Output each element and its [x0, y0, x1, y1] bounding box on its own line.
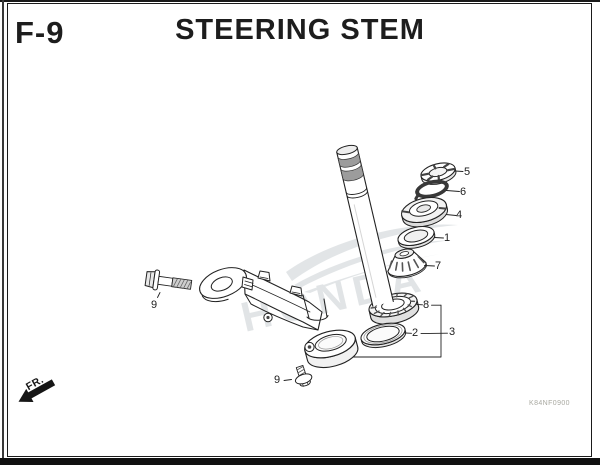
- callout-5: 5: [464, 166, 471, 178]
- page-border-frame: [7, 3, 592, 457]
- steering-stem-tube: [336, 144, 394, 307]
- top-scan-edge: [0, 0, 600, 2]
- left-scan-edge: [2, 0, 4, 465]
- callout-3: 3: [449, 326, 456, 338]
- callout-2: 2: [412, 327, 419, 339]
- part-dust-seal: [360, 322, 407, 349]
- section-code: F-9: [15, 15, 65, 50]
- left-fork-clamp: [199, 267, 247, 303]
- part-adjust-nut: [400, 196, 449, 228]
- stem-bottom-bolt: [294, 365, 313, 387]
- callout-4: 4: [456, 209, 463, 221]
- part-upper-bearing: [387, 248, 427, 279]
- callout-9-bottom: 9: [274, 374, 281, 386]
- part-lock-washer: [414, 179, 449, 201]
- callout-9-left: 9: [151, 299, 158, 311]
- right-fork-clamp: [304, 329, 359, 369]
- fr-direction-arrow: FR.: [18, 374, 56, 402]
- callout-6: 6: [460, 186, 467, 198]
- part-washer: [397, 225, 436, 249]
- callout-8: 8: [423, 299, 430, 311]
- bottom-bridge: [199, 267, 359, 369]
- callout-7: 7: [435, 260, 442, 272]
- left-pinch-bolt: [144, 269, 193, 291]
- bottom-scan-edge: [0, 458, 600, 465]
- callout-1: 1: [444, 232, 451, 244]
- catalog-code: K84NF0900: [529, 400, 570, 407]
- page-title: STEERING STEM: [175, 14, 425, 46]
- callout-leader-lines: [157, 170, 464, 381]
